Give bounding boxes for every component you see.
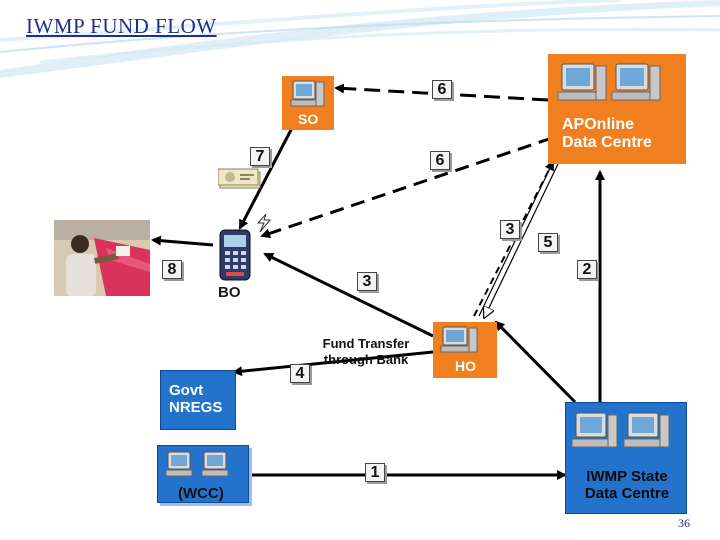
header-swoosh-decoration [0, 0, 720, 78]
arrow-8-bo-to-beneficiary [151, 235, 214, 247]
govt-nregs-node: Govt NREGS [160, 370, 236, 430]
step-label-3-lower: 3 [357, 272, 377, 291]
iwmp-label: IWMP State Data Centre [584, 468, 670, 503]
so-label: SO [298, 111, 319, 127]
card-terminal-icon [219, 229, 251, 281]
arrow-3-ho-to-aponline [473, 160, 554, 317]
wcc-label: (WCC) [178, 485, 224, 502]
arrow-3-ho-to-bo [263, 252, 434, 338]
step-label-1: 1 [365, 463, 385, 482]
ho-label: HO [455, 358, 476, 374]
step-label-6-middle: 6 [430, 151, 450, 170]
aponline-node: APOnline Data Centre [548, 54, 686, 164]
arrow-7-so-to-bo [238, 127, 294, 230]
so-node: SO [282, 76, 334, 130]
aponline-label: APOnline Data Centre [562, 116, 652, 152]
cash-notes-icon [218, 168, 261, 189]
step-label-4: 4 [290, 364, 310, 383]
iwmp-node: IWMP State Data Centre [565, 402, 687, 514]
page-title: IWMP FUND FLOW [26, 14, 217, 38]
govt-nregs-label: Govt NREGS [169, 382, 223, 417]
fund-transfer-caption: Fund Transfer through Bank [322, 336, 410, 367]
arrow-4-ho-to-govt [232, 350, 434, 377]
computer-icon [165, 451, 229, 477]
step-label-3-upper: 3 [500, 220, 520, 239]
computer-icon [557, 63, 661, 101]
step-label-7: 7 [250, 147, 270, 166]
step-label-6-top: 6 [432, 80, 452, 99]
arrow-5-aponline-to-ho-a [485, 163, 559, 316]
step-label-2: 2 [577, 260, 597, 279]
step-label-5: 5 [538, 233, 558, 252]
wcc-node: (WCC) [157, 445, 249, 503]
ho-node: HO [433, 322, 497, 378]
computer-icon [440, 326, 478, 353]
arrow-5-aponline-to-ho-b [478, 163, 553, 317]
computer-icon [290, 80, 325, 107]
computer-icon [571, 412, 670, 448]
bo-label: BO [218, 284, 241, 301]
lightning-icon [256, 214, 272, 232]
arrow-2-iwmp-to-ho [494, 320, 577, 404]
step-label-8: 8 [162, 260, 182, 279]
beneficiary-photo [54, 220, 150, 296]
arrow-6-aponline-to-bo [260, 136, 553, 239]
page-number: 36 [678, 516, 690, 530]
